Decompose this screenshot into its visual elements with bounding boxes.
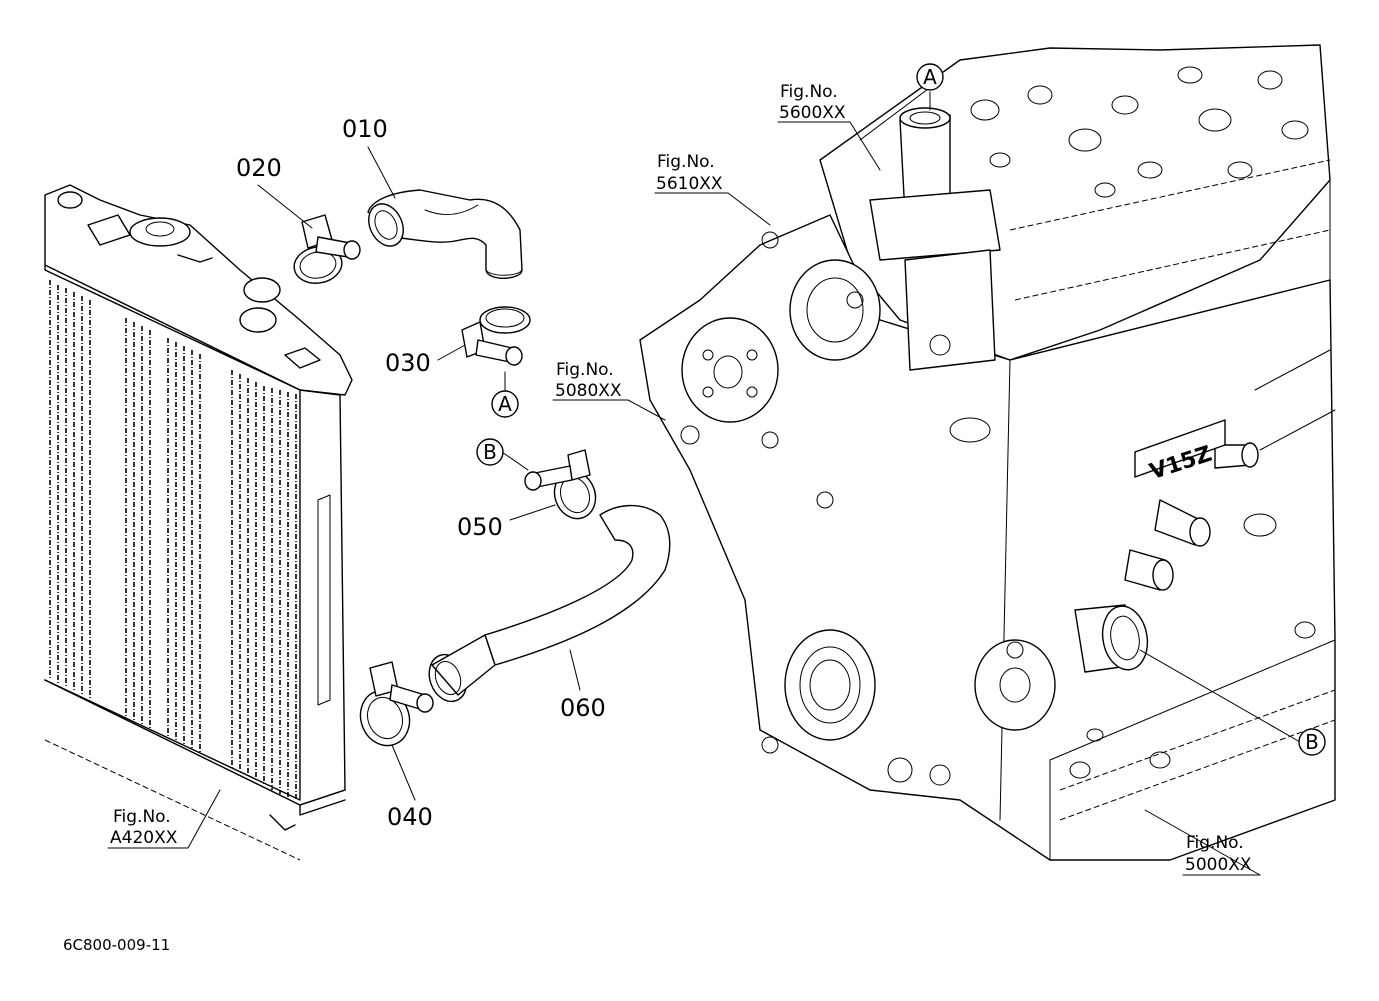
hose-clamp-020 — [293, 214, 361, 284]
part-label-060: 060 — [560, 694, 606, 722]
fig-ref-a420-prefix: Fig.No. — [113, 807, 171, 827]
callout-a-hose: A — [491, 390, 519, 418]
fig-ref-5080-code: 5080XX — [555, 381, 622, 401]
part-label-010: 010 — [342, 115, 388, 143]
figure-reference-labels: Fig.No. A420XX Fig.No. 5600XX Fig.No. 56… — [110, 82, 1252, 875]
radiator-core-grille — [49, 280, 297, 800]
hose-clamp-050 — [524, 449, 597, 520]
fig-ref-5000-prefix: Fig.No. — [1186, 833, 1244, 853]
connection-callouts: A A B B — [476, 63, 1326, 756]
callout-b-hose-letter: B — [483, 440, 497, 464]
fig-ref-5600-prefix: Fig.No. — [780, 82, 838, 102]
fig-ref-5610-code: 5610XX — [656, 174, 723, 194]
fig-ref-5600-code: 5600XX — [779, 103, 846, 123]
leader-lines — [107, 91, 1301, 876]
part-number-labels: 010 020 030 040 050 060 — [236, 115, 606, 831]
callout-a-hose-letter: A — [498, 392, 512, 416]
part-label-040: 040 — [387, 803, 433, 831]
diagram-id: 6C800-009-11 — [63, 936, 170, 954]
engine-block — [639, 44, 1336, 861]
callout-b-engine: B — [1298, 728, 1326, 756]
callout-b-hose: B — [476, 438, 504, 466]
hose-clamp-030 — [461, 306, 531, 366]
part-label-050: 050 — [457, 513, 503, 541]
fig-ref-5080-prefix: Fig.No. — [556, 360, 614, 380]
callout-b-engine-letter: B — [1305, 730, 1319, 754]
hose-clamp-040 — [359, 661, 434, 747]
callout-a-engine: A — [916, 63, 944, 91]
fig-ref-a420-code: A420XX — [110, 828, 178, 848]
cylinder-head-holes — [970, 66, 1309, 198]
fig-ref-5000-code: 5000XX — [1185, 855, 1252, 875]
fig-ref-5610-prefix: Fig.No. — [657, 152, 715, 172]
lower-hose — [428, 504, 671, 703]
upper-hose — [367, 189, 523, 279]
callout-a-engine-letter: A — [923, 65, 937, 89]
part-label-030: 030 — [385, 349, 431, 377]
radiator — [44, 184, 353, 861]
part-label-020: 020 — [236, 154, 282, 182]
